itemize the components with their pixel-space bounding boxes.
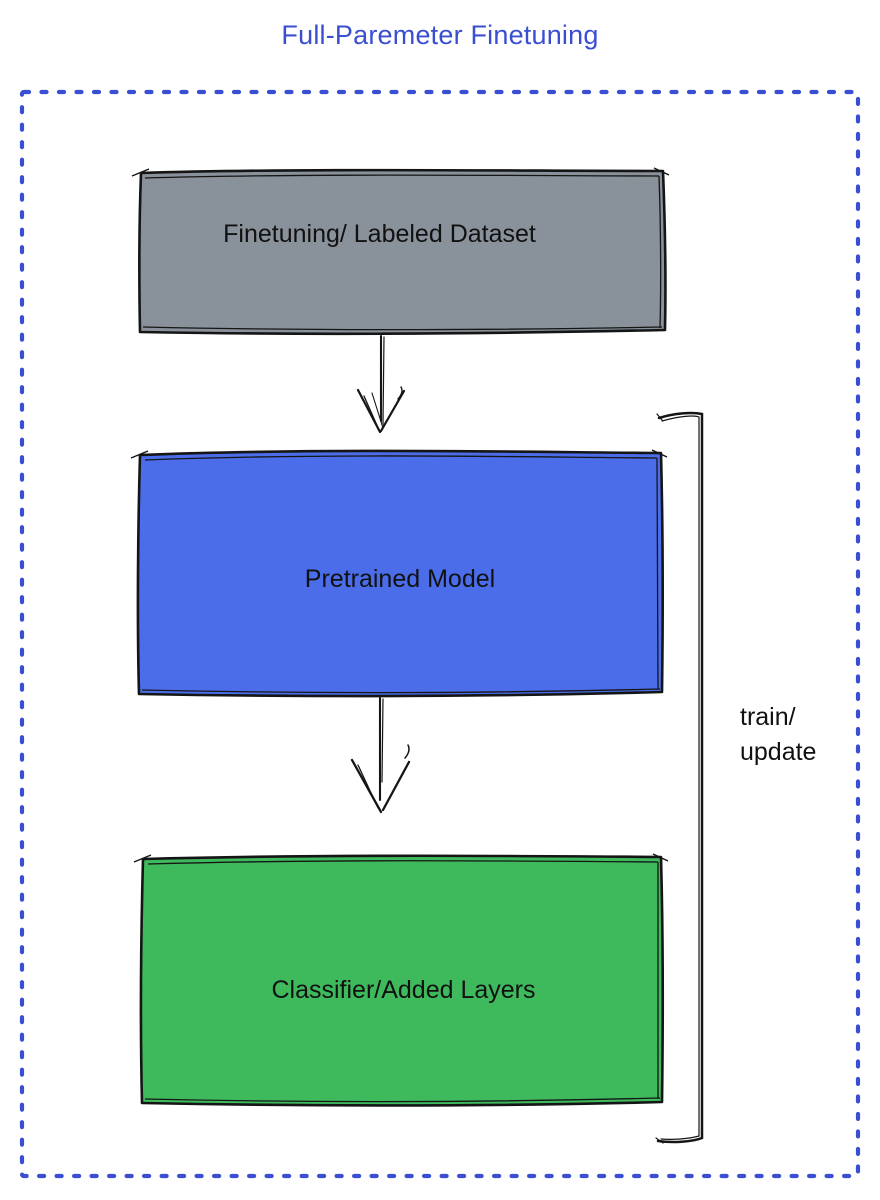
dashed-frame <box>19 89 861 1179</box>
arrow-pretrained-to-classifier <box>350 696 411 814</box>
train-update-label-line2: update <box>740 738 817 766</box>
node-dataset-box <box>131 167 670 336</box>
train-update-label-line1: train/ <box>740 703 796 731</box>
node-classifier-box <box>133 853 669 1107</box>
arrow-dataset-to-pretrained <box>356 334 406 434</box>
diagram-title: Full-Paremeter Finetuning <box>281 20 599 50</box>
train-update-label: train/ update <box>740 700 816 770</box>
train-update-bracket <box>655 411 704 1144</box>
node-pretrained-box <box>130 449 668 698</box>
